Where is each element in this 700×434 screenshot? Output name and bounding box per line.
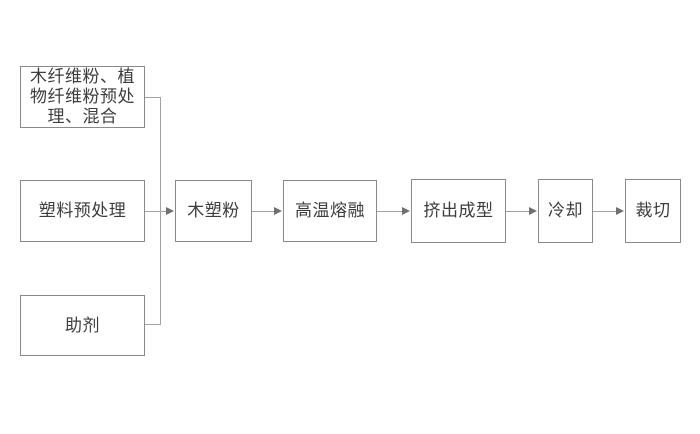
node-high-temperature-melting: 高温熔融 — [283, 180, 377, 242]
node-cutting: 裁切 — [625, 179, 681, 243]
node-additive: 助剂 — [20, 295, 145, 356]
node-label: 裁切 — [635, 201, 671, 221]
connector-additive-horizontal — [145, 324, 161, 325]
node-wood-fiber-pretreatment: 木纤维粉、植物纤维粉预处理、混合 — [20, 66, 145, 128]
node-label: 高温熔融 — [295, 201, 365, 221]
node-plastic-pretreatment: 塑料预处理 — [20, 180, 145, 242]
connector-fiber-horizontal — [145, 97, 161, 98]
arrow-extrude-to-cool — [506, 211, 530, 212]
node-label: 助剂 — [65, 315, 100, 336]
arrow-right-icon — [274, 207, 282, 215]
node-cooling: 冷却 — [538, 179, 593, 243]
node-wood-plastic-powder: 木塑粉 — [175, 180, 252, 242]
node-label: 冷却 — [548, 201, 583, 221]
arrow-powder-to-melt — [252, 211, 275, 212]
arrow-plastic-to-powder — [145, 211, 167, 212]
arrow-right-icon — [616, 207, 624, 215]
arrow-melt-to-extrude — [377, 211, 403, 212]
node-extrusion-molding: 挤出成型 — [411, 179, 506, 243]
arrow-cool-to-cut — [593, 211, 617, 212]
node-label: 塑料预处理 — [38, 201, 127, 221]
node-label: 挤出成型 — [423, 201, 494, 221]
arrow-right-icon — [166, 207, 174, 215]
node-label: 木塑粉 — [187, 201, 240, 221]
arrow-right-icon — [402, 207, 410, 215]
node-label: 木纤维粉、植物纤维粉预处理、混合 — [30, 67, 135, 127]
arrow-right-icon — [529, 207, 537, 215]
